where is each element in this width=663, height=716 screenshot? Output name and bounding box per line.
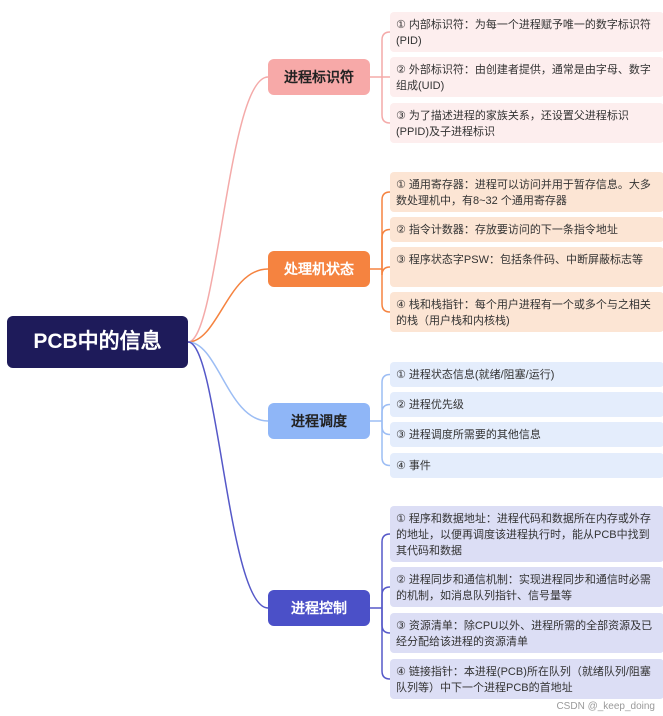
root-link-1 <box>187 268 269 343</box>
leaf-ppid[interactable]: ③ 为了描述进程的家族关系，还设置父进程标识(PPID)及子进程标识 <box>390 103 663 143</box>
leaf-stack-pointer[interactable]: ④ 栈和栈指针：每个用户进程有一个或多个与之相关的栈（用户栈和内核栈) <box>390 292 663 332</box>
root-link-3 <box>187 341 269 609</box>
branch-process-scheduling[interactable]: 进程调度 <box>268 403 370 439</box>
leaf-link-2-1 <box>381 403 391 421</box>
leaf-link-1-2 <box>381 266 391 276</box>
leaf-link-pointer[interactable]: ④ 链接指针：本进程(PCB)所在队列（就绪队列/阻塞队列等）中下一个进程PCB… <box>390 659 663 699</box>
leaf-uid[interactable]: ② 外部标识符：由创建者提供，通常是由字母、数字组成(UID) <box>390 57 663 97</box>
leaf-psw[interactable]: ③ 程序状态字PSW：包括条件码、中断屏蔽标志等 <box>390 247 663 287</box>
leaf-program-data-address[interactable]: ① 程序和数据地址：进程代码和数据所在内存或外存的地址，以便再调度该进程执行时，… <box>390 506 663 562</box>
leaf-scheduling-info[interactable]: ③ 进程调度所需要的其他信息 <box>390 422 663 447</box>
leaf-link-2-2 <box>381 421 391 436</box>
branch-processor-state[interactable]: 处理机状态 <box>268 251 370 287</box>
leaf-link-3-1 <box>381 586 391 608</box>
leaf-link-3-0 <box>381 533 391 608</box>
root-link-2 <box>187 341 269 422</box>
branch-process-control[interactable]: 进程控制 <box>268 590 370 626</box>
leaf-link-1-3 <box>381 269 391 313</box>
leaf-general-registers[interactable]: ① 通用寄存器：进程可以访问并用于暂存信息。大多数处理机中，有8~32 个通用寄… <box>390 172 663 212</box>
leaf-link-3-3 <box>381 608 391 680</box>
leaf-process-state[interactable]: ① 进程状态信息(就绪/阻塞/运行) <box>390 362 663 387</box>
leaf-pid[interactable]: ① 内部标识符：为每一个进程赋予唯一的数字标识符(PID) <box>390 12 663 52</box>
watermark: CSDN @_keep_doing <box>556 701 655 712</box>
root-node[interactable]: PCB中的信息 <box>7 316 188 368</box>
leaf-link-0-2 <box>381 77 391 124</box>
leaf-event[interactable]: ④ 事件 <box>390 453 663 478</box>
leaf-resource-list[interactable]: ③ 资源清单：除CPU以外、进程所需的全部资源及已经分配给该进程的资源清单 <box>390 613 663 653</box>
leaf-link-2-0 <box>381 373 391 421</box>
leaf-link-1-1 <box>381 228 391 269</box>
leaf-link-3-2 <box>381 608 391 634</box>
leaf-sync-communication[interactable]: ② 进程同步和通信机制：实现进程同步和通信时必需的机制，如消息队列指针、信号量等 <box>390 567 663 607</box>
root-link-0 <box>187 76 269 343</box>
leaf-priority[interactable]: ② 进程优先级 <box>390 392 663 417</box>
leaf-link-0-0 <box>381 31 391 77</box>
leaf-link-1-0 <box>381 191 391 269</box>
branch-process-identifier[interactable]: 进程标识符 <box>268 59 370 95</box>
leaf-instruction-counter[interactable]: ② 指令计数器：存放要访问的下一条指令地址 <box>390 217 663 242</box>
leaf-link-2-3 <box>381 421 391 467</box>
